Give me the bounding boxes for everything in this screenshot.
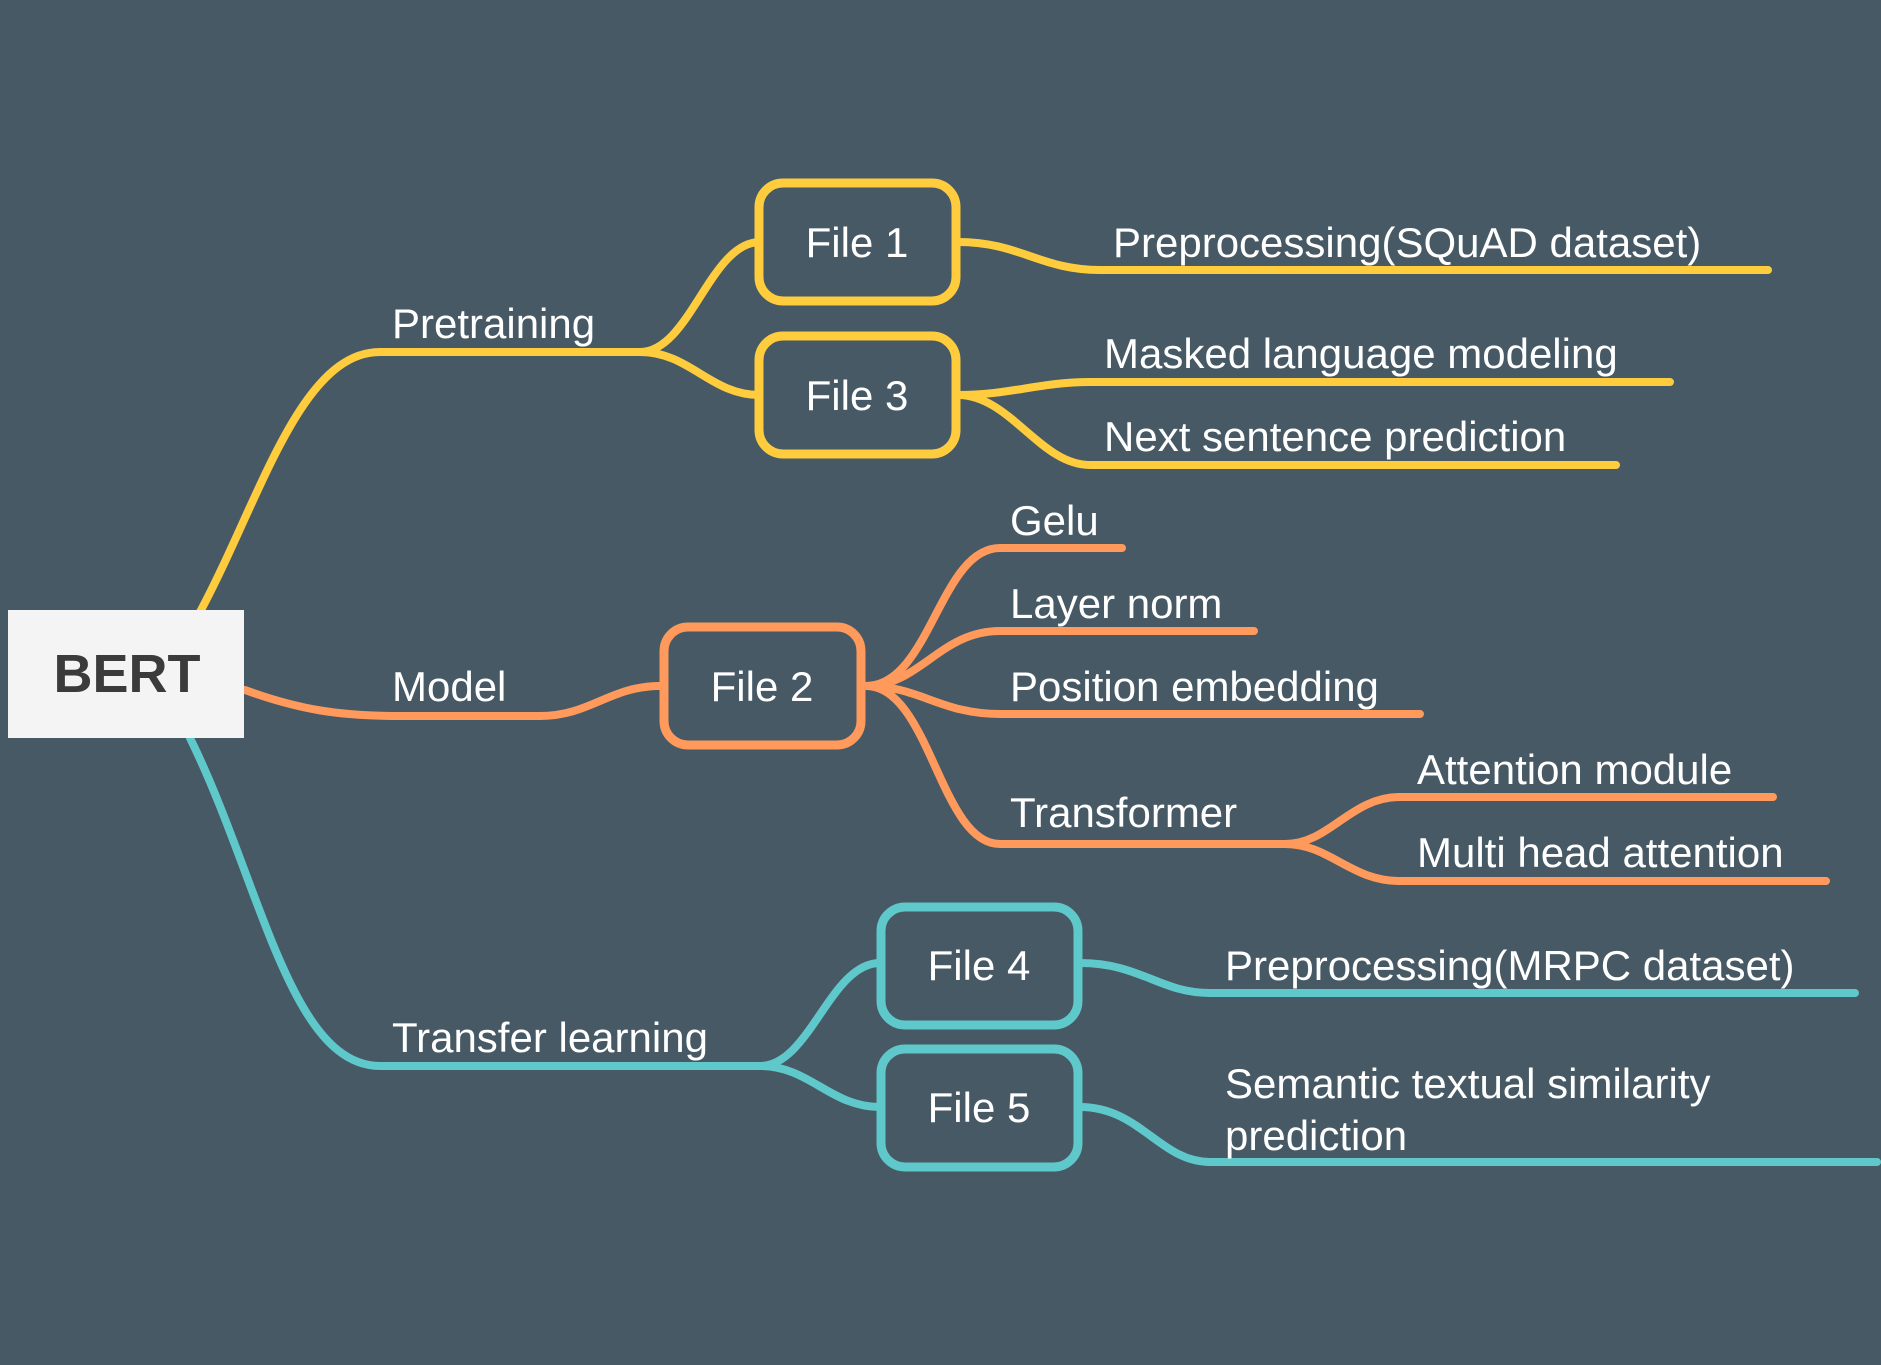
edge-file3-mlm	[954, 378, 1674, 399]
leaf-transformer: Transformer	[1010, 789, 1237, 836]
leaf-attention-module: Attention module	[1417, 746, 1732, 793]
branch-label-pretraining: Pretraining	[392, 300, 595, 347]
edge-pretraining-file3	[636, 348, 764, 399]
edge-file5-sts	[1076, 1103, 1881, 1166]
leaf-gelu: Gelu	[1010, 497, 1099, 544]
branch-label-transfer-learning: Transfer learning	[392, 1014, 708, 1061]
file5-box[interactable]	[876, 1044, 1083, 1172]
file1-box[interactable]	[754, 178, 961, 306]
leaf-position-embedding: Position embedding	[1010, 663, 1379, 710]
file3-label: File 3	[806, 372, 909, 419]
edge-pretraining-file1	[636, 238, 764, 356]
root-node[interactable]: BERT	[8, 610, 244, 738]
edge-transfer-file5	[756, 1062, 884, 1111]
edge-file3-nsp	[954, 391, 1620, 469]
edge-root-pretraining	[196, 348, 644, 616]
leaf-masked-language-modeling: Masked language modeling	[1104, 330, 1618, 377]
edge-root-model	[241, 682, 664, 720]
edge-file4-mrpc	[1076, 959, 1859, 997]
leaf-multi-head-attention: Multi head attention	[1417, 829, 1784, 876]
file2-box[interactable]	[659, 622, 866, 750]
transfer-learning-branch: Transfer learning File 4 File 5 Preproce…	[186, 734, 1881, 1172]
file3-box[interactable]	[754, 331, 961, 459]
edge-file2-transformer	[862, 682, 1289, 848]
root-box	[8, 610, 244, 738]
leaf-preprocessing-squad: Preprocessing(SQuAD dataset)	[1113, 219, 1701, 266]
file2-label: File 2	[711, 663, 814, 710]
branch-label-model: Model	[392, 663, 506, 710]
edge-transfer-file4	[756, 959, 884, 1070]
leaf-sts-line2: prediction	[1225, 1112, 1407, 1159]
pretraining-branch: Pretraining File 1 File 3 Preprocessing(…	[196, 178, 1772, 616]
leaf-layer-norm: Layer norm	[1010, 580, 1222, 627]
root-label: BERT	[54, 644, 201, 704]
edge-root-transfer	[186, 734, 764, 1070]
model-branch: Model File 2 Gelu Layer norm Position em…	[241, 497, 1830, 885]
file1-label: File 1	[806, 219, 909, 266]
leaf-sts-line1: Semantic textual similarity	[1225, 1060, 1710, 1107]
edge-transformer-multihead	[1281, 840, 1830, 885]
edge-file1-squad	[954, 238, 1772, 274]
file4-box[interactable]	[876, 902, 1083, 1030]
file5-label: File 5	[928, 1084, 1031, 1131]
file4-label: File 4	[928, 942, 1031, 989]
leaf-next-sentence-prediction: Next sentence prediction	[1104, 413, 1566, 460]
leaf-preprocessing-mrpc: Preprocessing(MRPC dataset)	[1225, 942, 1795, 989]
